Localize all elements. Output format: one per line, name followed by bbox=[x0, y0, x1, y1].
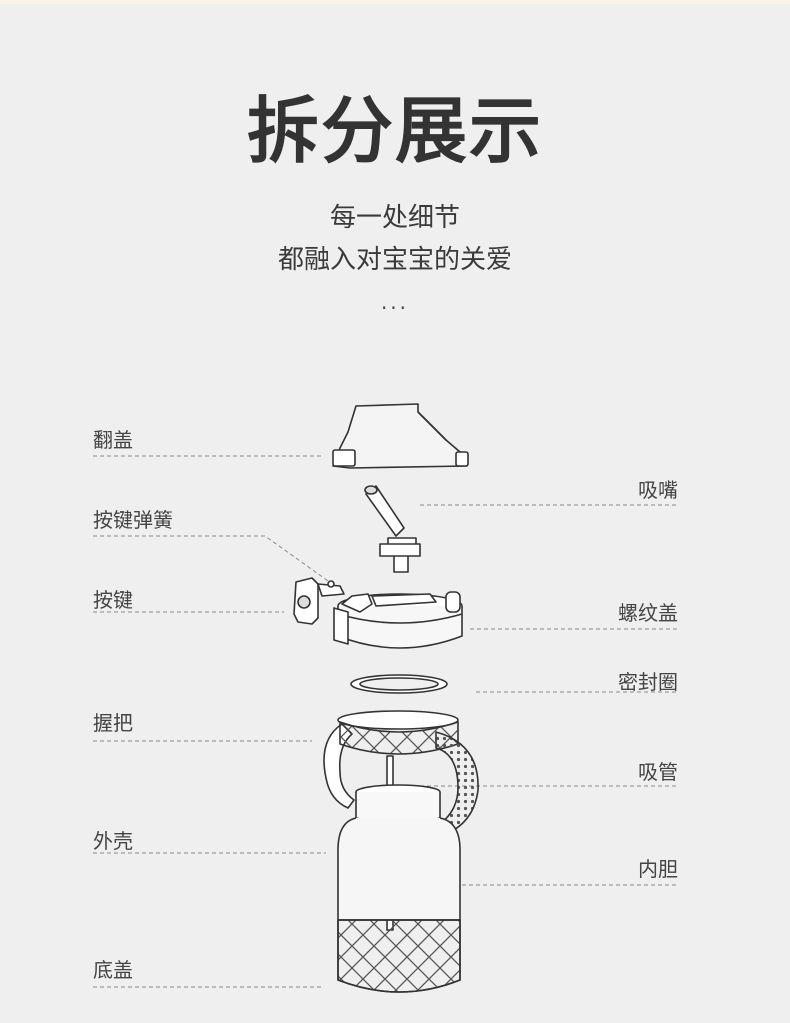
page-title: 拆分展示 bbox=[246, 89, 543, 173]
label-bottom-cap: 底盖 bbox=[93, 958, 133, 982]
flip-lid-part bbox=[332, 403, 469, 469]
grip-part bbox=[323, 710, 479, 835]
threaded-lid-part bbox=[333, 591, 463, 649]
label-flip-lid: 翻盖 bbox=[93, 428, 133, 452]
subtitle-line-2: 都融入对宝宝的关爱 bbox=[277, 245, 512, 275]
label-threaded-lid: 螺纹盖 bbox=[618, 601, 678, 625]
bottom-cap-part bbox=[337, 919, 461, 993]
button-part bbox=[293, 577, 345, 625]
top-band bbox=[0, 0, 790, 4]
label-button: 按键 bbox=[93, 588, 133, 612]
label-mouthpiece: 吸嘴 bbox=[638, 478, 678, 502]
seal-ring-part bbox=[350, 674, 448, 694]
mouthpiece-part bbox=[364, 485, 421, 573]
ellipsis: ... bbox=[380, 290, 410, 314]
subtitle-line-1: 每一处细节 bbox=[329, 203, 460, 233]
label-straw: 吸管 bbox=[638, 760, 678, 784]
outer-shell-part bbox=[337, 784, 461, 921]
label-outer-shell: 外壳 bbox=[93, 829, 133, 853]
label-seal-ring: 密封圈 bbox=[618, 670, 678, 694]
label-grip: 握把 bbox=[93, 711, 133, 735]
leader-lines bbox=[93, 455, 678, 988]
label-button-spring: 按键弹簧 bbox=[93, 508, 173, 532]
label-inner-liner: 内胆 bbox=[638, 857, 678, 881]
